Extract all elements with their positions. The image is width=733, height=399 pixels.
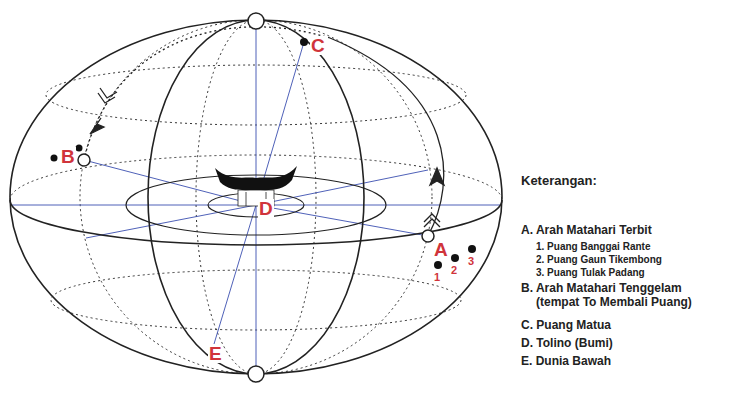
point-letter: B (60, 147, 76, 166)
point-letter: C (310, 36, 326, 55)
legend-item: A. Arah Matahari Terbit (521, 224, 652, 238)
point-dots (51, 38, 477, 269)
tongkonan-house (215, 166, 297, 206)
sphere-outline (10, 20, 502, 374)
point-letter: A (433, 240, 449, 259)
legend-item: C. Puang Matua (521, 319, 611, 333)
pole-markers (78, 13, 434, 382)
callout-number: 1 (434, 272, 440, 283)
callout-number: 3 (468, 256, 474, 267)
dotted-grid (10, 20, 502, 374)
legend-item: B. Arah Matahari Tenggelam (tempat To Me… (521, 282, 728, 310)
legend-subitem: 1. Puang Banggai Rante (536, 241, 650, 253)
legend-subitem: 2. Puang Gaun Tikembong (536, 254, 662, 266)
callout-number: 2 (451, 265, 457, 276)
legend-item: D. Tolino (Bumi) (521, 337, 613, 351)
legend-heading: Keterangan: (521, 174, 597, 189)
legend-item: E. Dunia Bawah (521, 355, 611, 369)
legend-subitem: 3. Puang Tulak Padang (536, 267, 645, 279)
point-letter: D (258, 199, 274, 218)
point-letter: E (208, 344, 223, 363)
axis-lines (12, 29, 500, 366)
sun-path (84, 27, 444, 236)
